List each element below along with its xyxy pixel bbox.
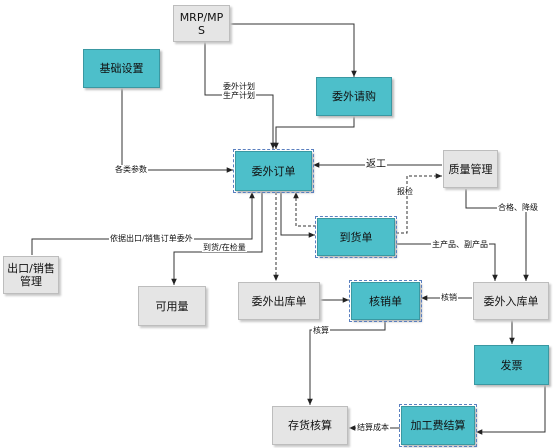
edge-order-available [171,192,263,285]
node-mrp-mps[interactable]: MRP/MP S [173,5,230,42]
label-by-export: 依据出口/销售订单委外 [109,234,194,243]
node-writeoff-note[interactable]: 核销单 [349,280,422,322]
label-plan: 委外计划 生产计划 [222,82,256,100]
node-outsource-order[interactable]: 委外订单 [233,149,314,193]
node-export-sales[interactable]: 出口/销售 管理 [3,256,59,294]
label-settle-cost: 结算成本 [356,423,390,432]
node-quality-management[interactable]: 质量管理 [443,150,498,188]
node-basic-settings[interactable]: 基础设置 [83,49,160,88]
node-available-quantity[interactable]: 可用量 [138,286,206,326]
label-inspect: 报检 [396,187,414,196]
edge-mrp-request [230,23,357,77]
node-outsource-request[interactable]: 委外请购 [316,77,392,116]
edge-arrival-inbound [396,243,498,281]
node-outsource-outbound[interactable]: 委外出库单 [238,282,320,320]
label-arrival-status: 到货/在检量 [202,243,247,252]
label-qualified: 合格、降级 [497,203,539,212]
edge-request-order [273,116,355,149]
edge-quality-inbound [465,189,529,281]
label-writeoff: 核销 [440,293,458,302]
label-accounting: 核算 [312,326,330,335]
node-arrival-note[interactable]: 到货单 [315,216,397,258]
edge-order-arrival [280,192,315,238]
node-outsource-inbound[interactable]: 委外入库单 [473,282,549,320]
node-invoice[interactable]: 发票 [474,345,549,385]
label-params: 各类参数 [114,165,148,174]
edge-arrival-quality [396,173,442,234]
label-products: 主产品、副产品 [431,240,489,249]
edge-arrival-order [293,192,316,227]
node-processing-fee-settlement[interactable]: 加工费结算 [399,404,477,447]
edge-writeoff-inventory [307,321,386,405]
node-inventory-accounting[interactable]: 存货核算 [272,406,348,445]
edge-basic-order [121,88,233,173]
label-rework: 返工 [365,159,387,170]
edge-invoice-fee [476,366,546,435]
